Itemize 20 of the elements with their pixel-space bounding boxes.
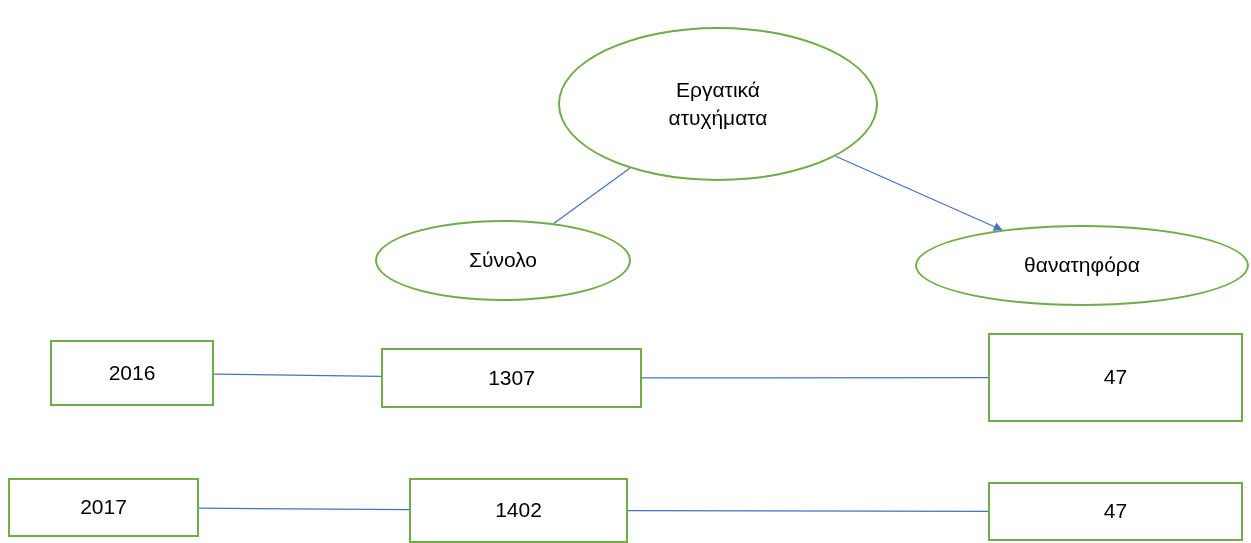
node-label: 47: [1103, 364, 1128, 391]
arrow: [835, 155, 1003, 231]
node-label: θανατηφόρα: [1024, 252, 1140, 279]
node-label: 1402: [495, 497, 542, 524]
connector-line: [198, 507, 410, 511]
node-label: Σύνολο: [468, 247, 538, 274]
node-label: 1307: [488, 364, 535, 391]
value-box: [8, 478, 199, 537]
connector-line: [641, 377, 989, 379]
value-box: [381, 348, 642, 408]
connector-line: [627, 510, 989, 512]
node-label: Εργατικά ατυχήματα: [667, 76, 769, 131]
connector-line: [213, 373, 382, 377]
value-box: [988, 482, 1243, 541]
value-box: [409, 478, 628, 543]
node-label: 2017: [80, 494, 127, 521]
node-label: 47: [1103, 498, 1128, 525]
value-box: [988, 333, 1243, 422]
node-label: 2016: [108, 359, 156, 386]
value-box: [50, 340, 214, 406]
